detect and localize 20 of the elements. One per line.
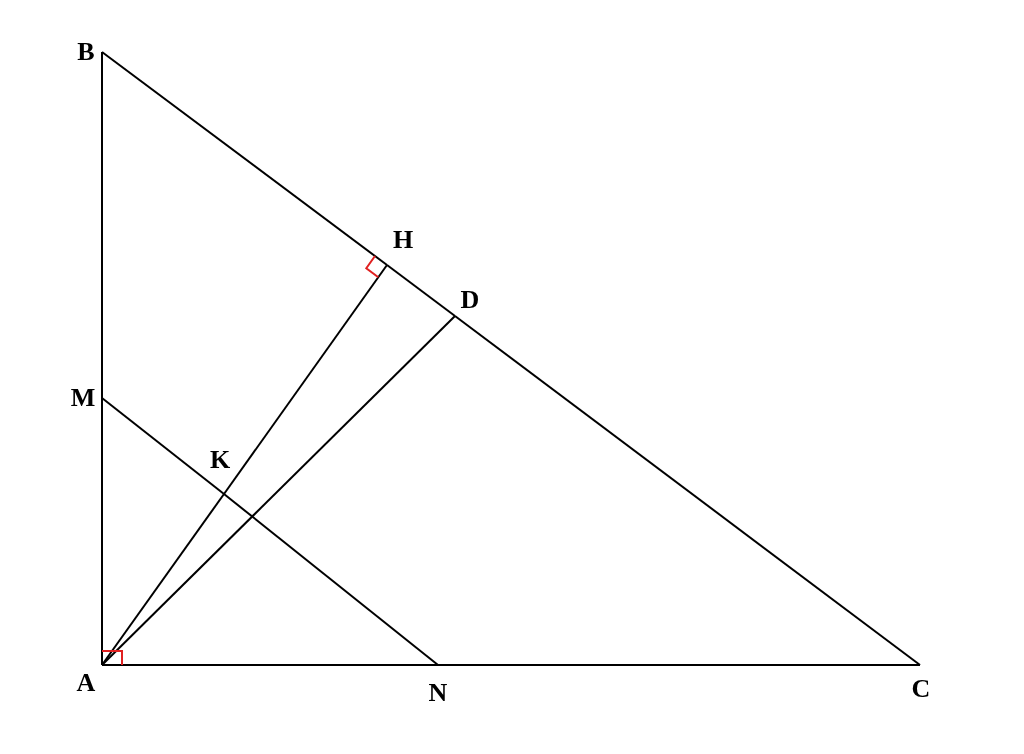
point-label: A [76, 669, 96, 697]
line-segment [101, 51, 388, 266]
point-label: C [911, 675, 931, 703]
line-segment [454, 315, 921, 666]
point-label: M [70, 384, 96, 412]
point-label: D [460, 286, 480, 314]
line-segment [101, 315, 456, 666]
point-label: H [392, 226, 414, 254]
line-segment [223, 493, 439, 666]
line-segment [101, 397, 103, 666]
line-segment [101, 51, 103, 399]
line-segment [101, 397, 225, 495]
line-segment [223, 264, 388, 495]
line-segment [437, 664, 921, 666]
point-label: K [209, 446, 231, 474]
line-segment [101, 493, 225, 666]
point-label: N [428, 679, 448, 707]
point-label: B [77, 38, 95, 66]
line-segment [386, 264, 456, 317]
line-segment [101, 664, 439, 666]
